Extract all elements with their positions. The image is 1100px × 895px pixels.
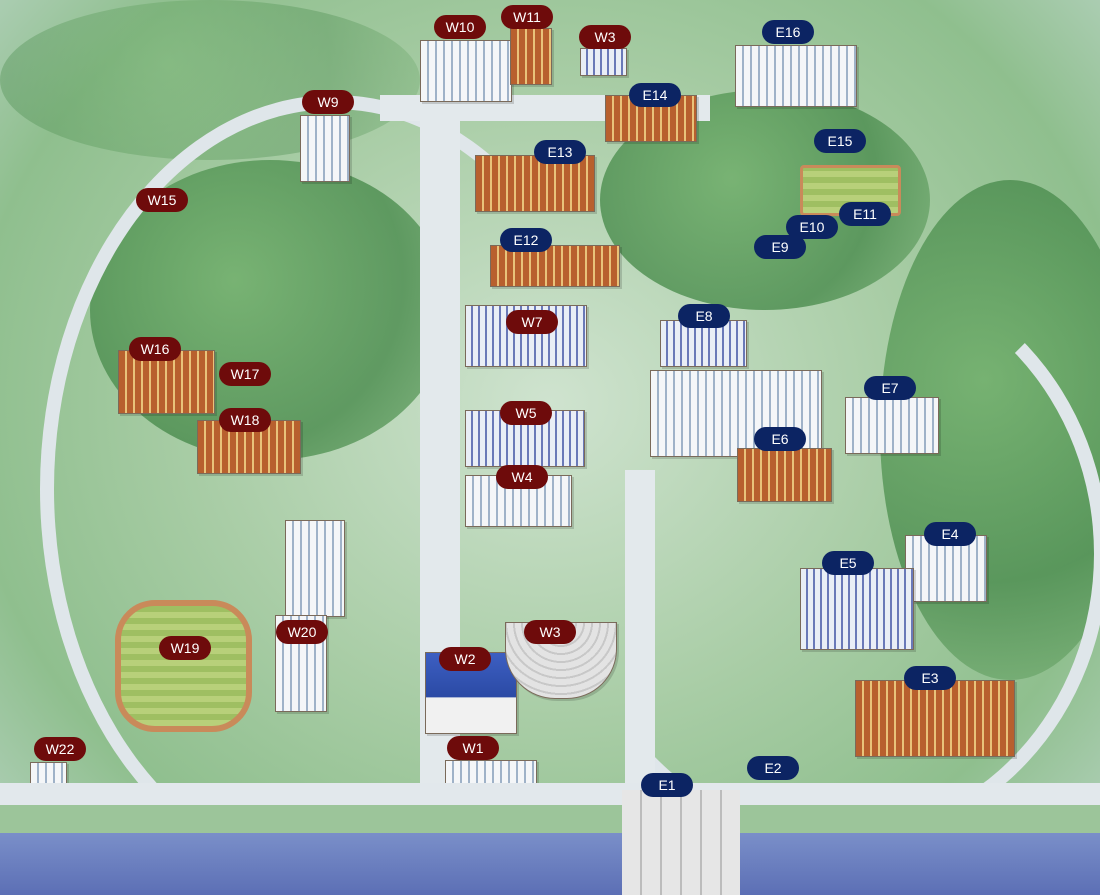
building-e16 <box>735 45 857 107</box>
building-e13 <box>475 155 595 212</box>
marker-w1[interactable]: W1 <box>447 736 499 760</box>
building-e6 <box>737 448 832 502</box>
river <box>0 833 1100 895</box>
marker-w3-north[interactable]: W3 <box>579 25 631 49</box>
marker-w11[interactable]: W11 <box>501 5 553 29</box>
marker-e1[interactable]: E1 <box>641 773 693 797</box>
marker-w7[interactable]: W7 <box>506 310 558 334</box>
marker-w22[interactable]: W22 <box>34 737 86 761</box>
marker-e8[interactable]: E8 <box>678 304 730 328</box>
marker-e11[interactable]: E11 <box>839 202 891 226</box>
marker-w10[interactable]: W10 <box>434 15 486 39</box>
marker-w19[interactable]: W19 <box>159 636 211 660</box>
marker-e7[interactable]: E7 <box>864 376 916 400</box>
marker-e12[interactable]: E12 <box>500 228 552 252</box>
marker-w4[interactable]: W4 <box>496 465 548 489</box>
building-w11 <box>510 28 552 85</box>
river-bank <box>0 805 1100 837</box>
building-w9 <box>300 115 350 182</box>
marker-w15[interactable]: W15 <box>136 188 188 212</box>
marker-e13[interactable]: E13 <box>534 140 586 164</box>
building-e5 <box>800 568 914 650</box>
bridge <box>622 790 740 895</box>
marker-w9[interactable]: W9 <box>302 90 354 114</box>
marker-e16[interactable]: E16 <box>762 20 814 44</box>
marker-e5[interactable]: E5 <box>822 551 874 575</box>
marker-w5[interactable]: W5 <box>500 401 552 425</box>
marker-w20[interactable]: W20 <box>276 620 328 644</box>
marker-e15[interactable]: E15 <box>814 129 866 153</box>
building-w3-north <box>580 48 627 76</box>
east-road <box>625 470 655 800</box>
marker-e14[interactable]: E14 <box>629 83 681 107</box>
marker-e2[interactable]: E2 <box>747 756 799 780</box>
riverside-road <box>0 783 1100 805</box>
building-w20-tower <box>285 520 345 617</box>
building-e7 <box>845 397 939 454</box>
marker-w2[interactable]: W2 <box>439 647 491 671</box>
marker-w18[interactable]: W18 <box>219 408 271 432</box>
marker-e6[interactable]: E6 <box>754 427 806 451</box>
building-e3 <box>855 680 1015 757</box>
marker-e9[interactable]: E9 <box>754 235 806 259</box>
marker-w17[interactable]: W17 <box>219 362 271 386</box>
marker-e10[interactable]: E10 <box>786 215 838 239</box>
building-e12 <box>490 245 620 287</box>
marker-w16[interactable]: W16 <box>129 337 181 361</box>
marker-e4[interactable]: E4 <box>924 522 976 546</box>
building-w10 <box>420 40 512 102</box>
marker-e3[interactable]: E3 <box>904 666 956 690</box>
sports-field <box>115 600 252 732</box>
marker-w3-south[interactable]: W3 <box>524 620 576 644</box>
